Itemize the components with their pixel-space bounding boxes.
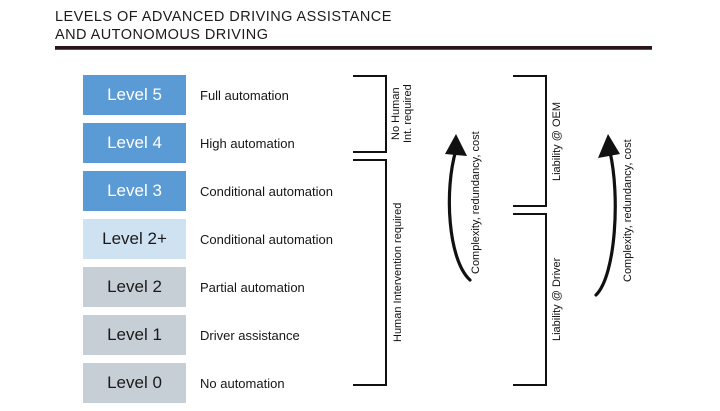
- level-chip-3[interactable]: Level 3: [83, 171, 186, 211]
- bracket-label-human-intervention-required: Human Intervention required: [392, 202, 404, 343]
- bracket-label-liability-driver: Liability @ Driver: [551, 257, 563, 342]
- level-description-5: Full automation: [200, 87, 289, 103]
- page-title: LEVELS OF ADVANCED DRIVING ASSISTANCE AN…: [55, 8, 655, 44]
- bracket-label-liability-oem: Liability @ OEM: [551, 101, 563, 181]
- arrow-label-complexity-left: Complexity, redundancy, cost: [470, 131, 482, 275]
- level-description-2plus: Conditional automation: [200, 231, 333, 247]
- arrow-curve-path: [594, 150, 617, 297]
- level-chip-5[interactable]: Level 5: [83, 75, 186, 115]
- bracket-liability-driver: [513, 213, 547, 386]
- level-chip-0[interactable]: Level 0: [83, 363, 186, 403]
- level-chip-2plus[interactable]: Level 2+: [83, 219, 186, 259]
- level-description-4: High automation: [200, 135, 295, 151]
- level-chip-2[interactable]: Level 2: [83, 267, 186, 307]
- level-chip-1[interactable]: Level 1: [83, 315, 186, 355]
- level-description-3: Conditional automation: [200, 183, 333, 199]
- arrow-complexity-left: [445, 134, 472, 282]
- bracket-human-intervention-required: [353, 159, 387, 386]
- arrow-head: [598, 134, 620, 158]
- arrow-head: [445, 134, 467, 156]
- level-description-2: Partial automation: [200, 279, 305, 295]
- page-title-line-1: LEVELS OF ADVANCED DRIVING ASSISTANCE: [55, 9, 392, 25]
- bracket-liability-oem: [513, 75, 547, 207]
- arrow-label-complexity-right: Complexity, redundancy, cost: [622, 139, 634, 282]
- title-divider: [55, 46, 652, 50]
- level-description-1: Driver assistance: [200, 327, 300, 343]
- arrow-complexity-right: [594, 134, 620, 297]
- page-title-line-2: AND AUTONOMOUS DRIVING: [55, 27, 269, 43]
- bracket-label-int-required: Int. required: [402, 84, 414, 144]
- level-chip-4[interactable]: Level 4: [83, 123, 186, 163]
- arrow-curve-path: [447, 148, 472, 282]
- bracket-no-human-intervention: [353, 75, 387, 153]
- level-description-0: No automation: [200, 375, 285, 391]
